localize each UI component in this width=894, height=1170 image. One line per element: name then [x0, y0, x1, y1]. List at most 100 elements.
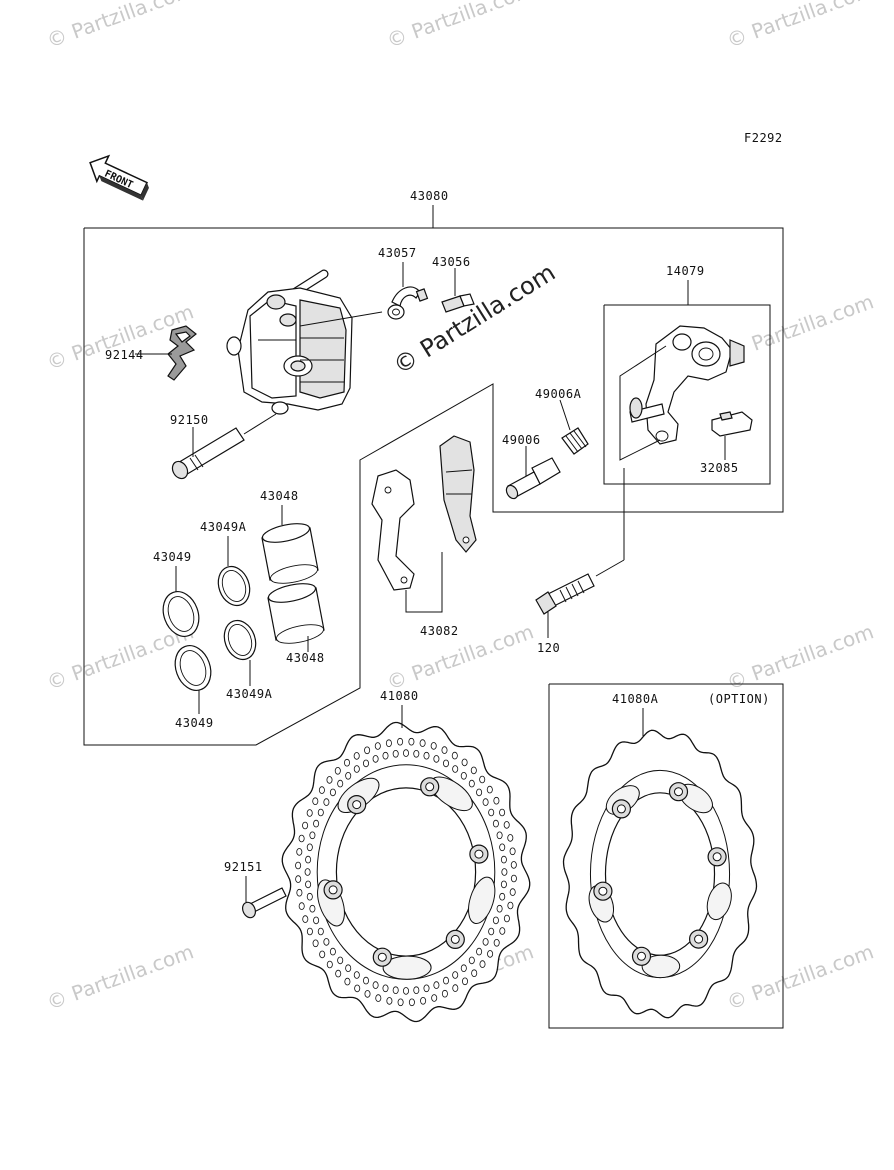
option-box: [548, 683, 784, 1029]
disc-drill-hole: [337, 779, 344, 788]
disc-drill-hole: [452, 765, 459, 773]
disc-drill-hole: [488, 808, 495, 817]
watermark: © Partzilla.com: [384, 0, 537, 53]
disc-drill-hole: [392, 986, 399, 994]
part-43057-cap: [387, 286, 429, 320]
disc-drill-hole: [375, 994, 382, 1002]
piston-43048-upper: [261, 523, 319, 584]
part-43056-bleeder: [441, 293, 475, 313]
disc-drill-hole: [298, 902, 305, 910]
disc-drill-hole: [433, 755, 440, 763]
disc-drill-hole: [430, 742, 437, 750]
watermark: © Partzilla.com: [44, 939, 197, 1014]
disc-drill-hole: [305, 855, 312, 864]
disc-drill-hole: [295, 875, 302, 883]
disc-drill-hole: [385, 739, 392, 747]
disc-drill-hole: [510, 874, 517, 883]
seal-43049-lower: [174, 645, 212, 691]
disc-drill-hole: [408, 998, 415, 1007]
disc-window: [706, 882, 732, 921]
disc-drill-hole: [323, 798, 330, 806]
label-43049A-lower: 43049A: [226, 687, 273, 701]
disc-drill-hole: [442, 759, 449, 768]
disc-drill-hole: [306, 843, 313, 852]
brake-disc-41080A: [562, 729, 758, 1019]
disc-window: [382, 955, 432, 980]
watermark: © Partzilla.com: [724, 619, 877, 694]
disc-drill-hole: [354, 984, 361, 993]
disc-drill-hole: [503, 821, 510, 829]
disc-drill-hole: [302, 821, 309, 830]
disc-boss-hole: [450, 934, 460, 944]
disc-drill-hole: [496, 904, 503, 913]
disc-drill-hole: [500, 880, 507, 889]
disc-drill-hole: [397, 998, 404, 1007]
seal-43049A-lower: [223, 619, 257, 661]
watermark: © Partzilla.com: [384, 619, 537, 694]
disc-drill-hole: [335, 969, 342, 978]
disc-drill-hole: [493, 796, 500, 805]
label-41080: 41080: [380, 689, 419, 703]
disc-drill-hole: [479, 775, 486, 784]
disc-boss-hole: [474, 849, 484, 859]
disc-drill-hole: [296, 888, 303, 897]
disc-drill-hole: [302, 915, 309, 923]
disc-drill-hole: [362, 759, 369, 768]
disc-drill-hole: [468, 956, 475, 965]
disc-drill-hole: [353, 765, 360, 773]
watermark: © Partzilla.com: [724, 0, 877, 53]
disc-drill-hole: [353, 752, 360, 760]
watermark: © Partzilla.com: [44, 0, 197, 53]
watermark: © Partzilla.com: [724, 289, 877, 364]
disc-window: [641, 954, 681, 979]
disc-drill-hole: [441, 746, 448, 754]
disc-drill-hole: [364, 746, 371, 755]
disc-drill-hole: [420, 996, 427, 1005]
disc-drill-hole: [304, 868, 311, 876]
disc-drill-hole: [451, 751, 458, 760]
disc-drill-hole: [309, 904, 316, 913]
front-arrow-icon: FRONT: [89, 154, 149, 201]
disc-drill-hole: [468, 779, 475, 788]
disc-drill-hole: [353, 971, 360, 979]
disc-drill-hole: [345, 771, 352, 780]
disc-drill-hole: [500, 855, 507, 864]
disc-drill-hole: [461, 977, 468, 986]
disc-boss-hole: [352, 800, 362, 810]
disc-drill-hole: [318, 786, 325, 794]
part-92144-spring: [167, 325, 197, 381]
disc-drill-hole: [372, 981, 379, 989]
caliper-bracket: [629, 325, 745, 445]
part-92151-bolt: [241, 887, 287, 919]
disc-drill-hole: [326, 960, 333, 969]
disc-drill-hole: [386, 997, 393, 1005]
disc-drill-hole: [295, 861, 302, 870]
label-43049A-upper: 43049A: [200, 520, 247, 534]
disc-drill-hole: [362, 976, 369, 985]
brake-pad-right: [439, 435, 477, 553]
watermark: © Partzilla.com: [724, 939, 877, 1014]
label-43049-upper: 43049: [153, 550, 192, 564]
option-label: (OPTION): [708, 692, 770, 706]
label-43048-upper: 43048: [260, 489, 299, 503]
disc-drill-hole: [507, 834, 514, 842]
disc-drill-hole: [309, 831, 316, 840]
disc-drill-hole: [374, 742, 381, 750]
part-49006A-boot: [561, 427, 589, 455]
caliper-assembly-outline: [83, 205, 784, 746]
brake-disc-41080: [281, 721, 531, 1023]
disc-drill-hole: [476, 947, 483, 956]
disc-drill-hole: [482, 938, 489, 946]
disc-boss-hole: [598, 886, 608, 896]
disc-drill-hole: [402, 987, 409, 995]
disc-drill-hole: [493, 938, 500, 947]
disc-drill-hole: [501, 868, 508, 876]
label-92151: 92151: [224, 860, 263, 874]
disc-drill-hole: [344, 977, 351, 986]
disc-drill-hole: [482, 798, 489, 806]
disc-drill-hole: [507, 901, 514, 910]
bracket-outline: [603, 280, 771, 485]
disc-drill-hole: [313, 916, 320, 925]
